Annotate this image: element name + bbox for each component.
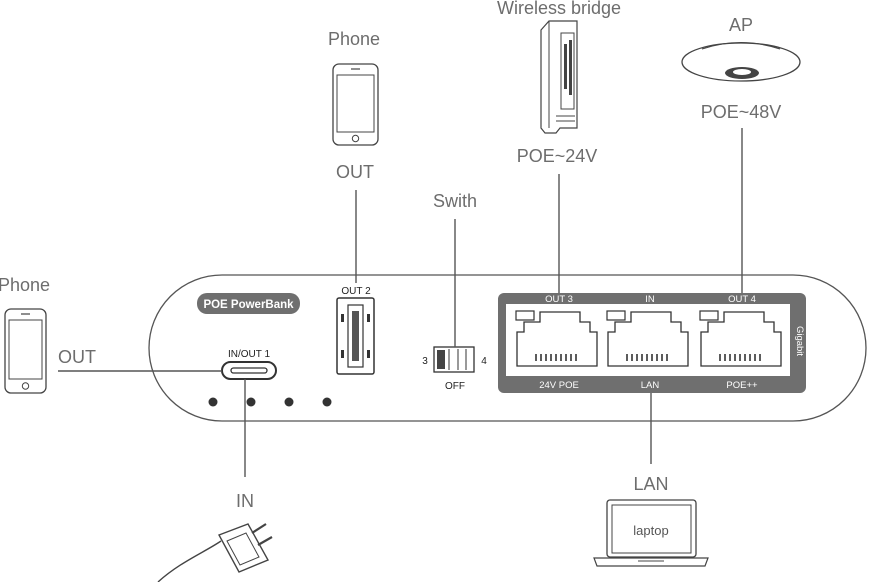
led-2	[246, 397, 256, 407]
switch-position-4-label: 4	[481, 356, 487, 367]
top-phone: Phone OUT	[328, 29, 380, 182]
rj45-port-out4[interactable]	[699, 310, 782, 367]
phone-icon	[332, 63, 379, 146]
laptop-icon: laptop	[593, 499, 709, 567]
switch-off-label: OFF	[445, 381, 465, 392]
charger: IN	[157, 491, 273, 583]
port-24v-poe-label: 24V POE	[539, 380, 579, 391]
mode-switch[interactable]: 3 4 OFF	[422, 346, 487, 392]
port-out3-label: OUT 3	[545, 294, 573, 305]
wireless-bridge: Wireless bridge POE~24V	[497, 0, 621, 166]
usb-c-port[interactable]: IN/OUT 1	[221, 349, 277, 380]
switch-title: Swith	[433, 191, 477, 211]
wireless-bridge-voltage: POE~24V	[517, 146, 598, 166]
port-out4-label: OUT 4	[728, 294, 756, 305]
left-phone-direction: OUT	[58, 347, 96, 367]
wireless-bridge-icon	[540, 20, 578, 134]
left-phone: Phone OUT	[0, 275, 96, 394]
usb-a-port-label: OUT 2	[341, 286, 371, 297]
phone-icon	[4, 308, 47, 394]
wall-charger-icon	[157, 523, 273, 583]
led-3	[284, 397, 294, 407]
laptop-label: laptop	[633, 523, 668, 538]
left-phone-title: Phone	[0, 275, 50, 295]
charger-direction: IN	[236, 491, 254, 511]
top-phone-title: Phone	[328, 29, 380, 49]
led-1	[208, 397, 218, 407]
lan-title: LAN	[633, 474, 668, 494]
lan-laptop: LAN laptop	[593, 474, 709, 567]
brand-badge: POE PowerBank	[197, 293, 300, 314]
usb-c-port-label: IN/OUT 1	[228, 349, 270, 360]
led-4	[322, 397, 332, 407]
port-lan-label: LAN	[641, 380, 660, 391]
ap-title: AP	[729, 15, 753, 35]
rj45-port-out3[interactable]	[515, 310, 598, 367]
usb-a-port[interactable]: OUT 2	[336, 286, 375, 375]
brand-label: POE PowerBank	[203, 299, 294, 311]
top-phone-direction: OUT	[336, 162, 374, 182]
ap-voltage: POE~48V	[701, 102, 782, 122]
rj45-port-in[interactable]	[606, 310, 689, 367]
ceiling-ap-icon	[681, 42, 801, 82]
battery-indicator-leds	[208, 397, 332, 407]
access-point: AP POE~48V	[681, 15, 801, 122]
gigabit-label: Gigabit	[794, 326, 805, 356]
port-poe-plus-label: POE++	[726, 380, 758, 391]
connection-lines	[58, 128, 743, 477]
switch-position-3-label: 3	[422, 356, 428, 367]
port-in-label: IN	[645, 294, 655, 305]
wireless-bridge-title: Wireless bridge	[497, 0, 621, 18]
